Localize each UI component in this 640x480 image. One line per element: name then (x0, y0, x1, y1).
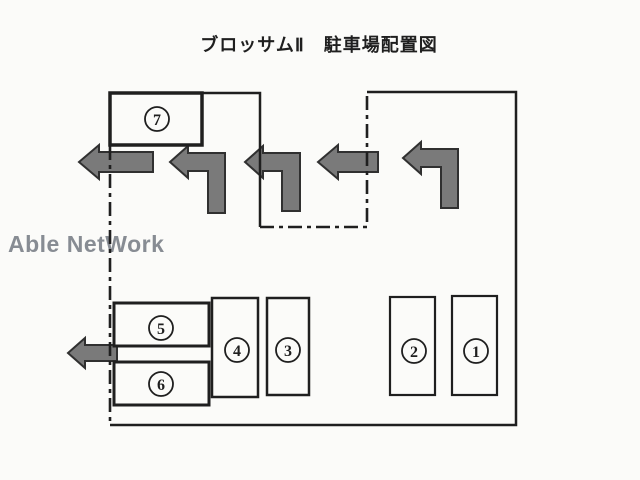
parking-spot-6: 6 (112, 360, 211, 407)
spot-number: 6 (157, 377, 165, 394)
straight-arrow-middle (316, 142, 379, 182)
turn-arrow-inner-right (243, 143, 301, 212)
spot-number-circle (463, 338, 489, 364)
spot-box (265, 296, 311, 397)
diagram-title: ブロッサムⅡ 駐車場配置図 (200, 34, 438, 55)
spot-box (388, 295, 437, 397)
spot-number-circle (401, 338, 427, 364)
spot-box (450, 294, 499, 397)
spot-box (112, 301, 211, 348)
boundary-outer (110, 90, 518, 427)
parking-spot-1: 1 (450, 294, 499, 397)
watermark-text: Able NetWork (8, 231, 164, 257)
spot-number: 7 (153, 112, 161, 129)
turn-arrow-inner-left (168, 143, 226, 214)
spot-number: 1 (472, 344, 480, 361)
parking-spot-4: 4 (210, 296, 260, 399)
spot-number-circle (148, 315, 174, 341)
turn-arrow-right-block (401, 139, 459, 209)
parking-spot-3: 3 (265, 296, 311, 397)
spot-number: 2 (410, 344, 418, 361)
parking-spot-7: 7 (108, 91, 204, 147)
spot-number: 3 (284, 343, 292, 360)
spot-number-circle (275, 337, 301, 363)
spot-number-circle (148, 371, 174, 397)
spot-box (108, 91, 204, 147)
spot-box (210, 296, 260, 399)
spot-box (112, 360, 211, 407)
parking-spot-2: 2 (388, 295, 437, 397)
spot-number: 4 (233, 343, 241, 360)
spot-number-circle (144, 106, 170, 132)
boundary-dashdot-middle (260, 92, 369, 229)
spot-number-circle (224, 337, 250, 363)
spot-number: 5 (157, 321, 165, 338)
parking-spot-5: 5 (112, 301, 211, 348)
exit-arrow-top-left (77, 142, 154, 182)
exit-arrow-bottom-left (66, 335, 118, 371)
